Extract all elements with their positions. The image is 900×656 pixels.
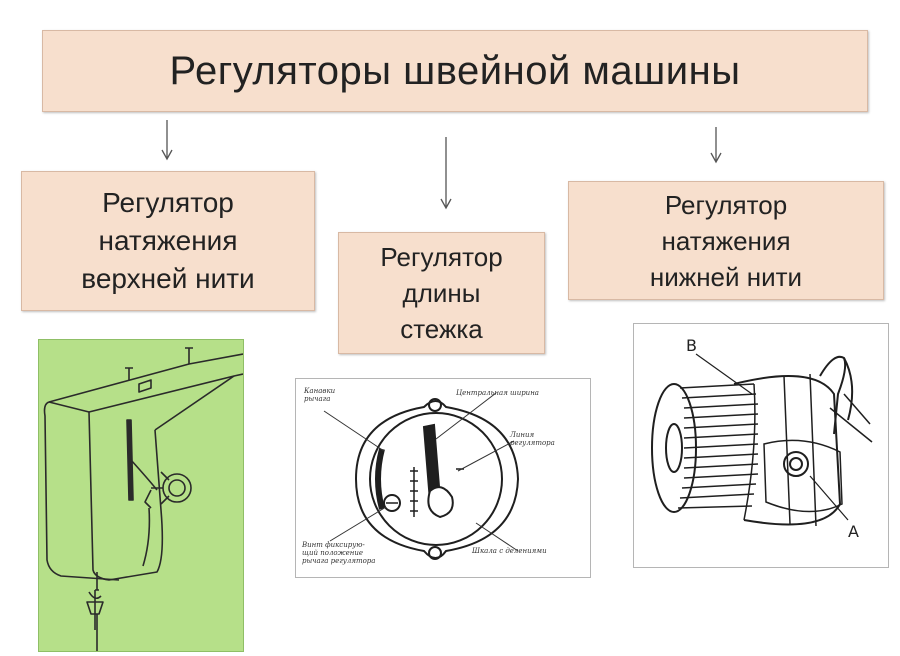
stitch-length-label: Регулятор длины стежка — [380, 242, 503, 344]
annotation-fixing-screw: Винт фиксирую- щий положение рычага регу… — [302, 541, 376, 565]
lower-thread-tension-box: Регулятор натяжения нижней нити — [568, 181, 884, 300]
diagram-title: Регуляторы швейной машины — [169, 48, 741, 93]
label-b: В — [686, 336, 697, 355]
arrow-to-stitch — [440, 137, 452, 210]
arrow-to-lower — [710, 127, 722, 164]
sewing-machine-head-illustration — [38, 339, 244, 652]
sewing-machine-head-drawing — [43, 347, 244, 651]
annotation-scale: Шкала с делениями — [472, 547, 547, 555]
diagram-title-box: Регуляторы швейной машины — [42, 30, 868, 112]
bobbin-case-drawing — [651, 353, 873, 527]
label-a: А — [848, 522, 859, 541]
arrow-to-upper — [161, 120, 173, 161]
upper-thread-tension-label: Регулятор натяжения верхней нити — [81, 187, 255, 294]
annotation-lever-grooves: Канавки рычага — [304, 387, 336, 403]
upper-thread-tension-box: Регулятор натяжения верхней нити — [21, 171, 315, 311]
lower-thread-tension-label: Регулятор натяжения нижней нити — [649, 189, 803, 292]
annotation-center-width: Центральная ширина — [456, 389, 539, 397]
stitch-length-dial-drawing — [323, 392, 520, 560]
annotation-regulator-line: Линия регулятора — [510, 431, 555, 447]
stitch-length-box: Регулятор длины стежка — [338, 232, 545, 354]
bobbin-case-illustration: В А — [633, 323, 889, 568]
stitch-length-regulator-illustration: Канавки рычага Центральная ширина Линия … — [295, 378, 591, 578]
